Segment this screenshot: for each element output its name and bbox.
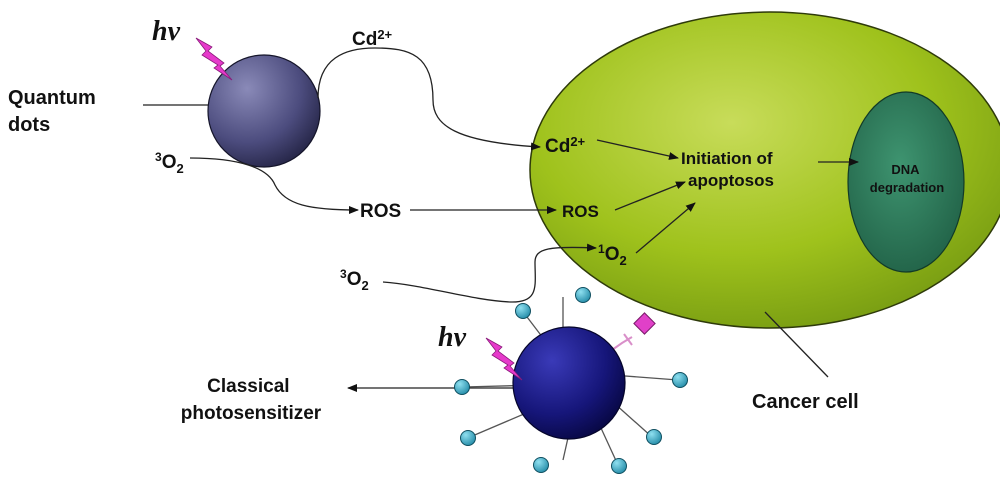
singlet-oxygen-label: 1O2 — [598, 242, 627, 268]
cd-release-path — [317, 47, 541, 151]
triplet-oxygen-label-top: 3O2 — [155, 150, 184, 176]
quantum-dot — [207, 54, 321, 168]
nucleus — [847, 91, 965, 273]
cancer-cell-label: Cancer cell — [752, 391, 859, 413]
hv-label-bottom: hv — [438, 322, 467, 353]
cd-label-top: Cd2+ — [352, 27, 393, 50]
cd-to-initiation-arrow — [596, 139, 679, 160]
initiation-of-apoptosis-label: Initiation of apoptosos — [681, 149, 777, 190]
targeting-ligand — [601, 312, 656, 358]
singlet-to-initiation-arrow — [635, 202, 696, 254]
dna-degradation-label: DNA degradation — [870, 162, 944, 195]
triplet-oxygen-label-bottom: 3O2 — [340, 267, 369, 293]
cancer-cell-pointer — [764, 311, 829, 378]
photosensitizer-core — [512, 326, 626, 440]
hv-label-top: hv — [152, 16, 181, 47]
lightning-bolt-icon — [485, 337, 523, 381]
cd-label-cell: Cd2+ — [545, 134, 586, 157]
ros-label-outside: ROS — [360, 201, 401, 222]
quantum-dots-label: Quantum dots — [8, 87, 101, 136]
ros-to-initiation-arrow — [614, 181, 686, 211]
photosensitizer-beads — [454, 287, 688, 474]
o2-to-ros-path — [189, 157, 359, 214]
o2-to-photosensitizer-path — [382, 243, 597, 303]
ros-label-inside: ROS — [562, 202, 599, 221]
classical-photosensitizer-label: Classical photosensitizer — [181, 376, 322, 424]
lightning-bolt-icon — [195, 37, 233, 81]
